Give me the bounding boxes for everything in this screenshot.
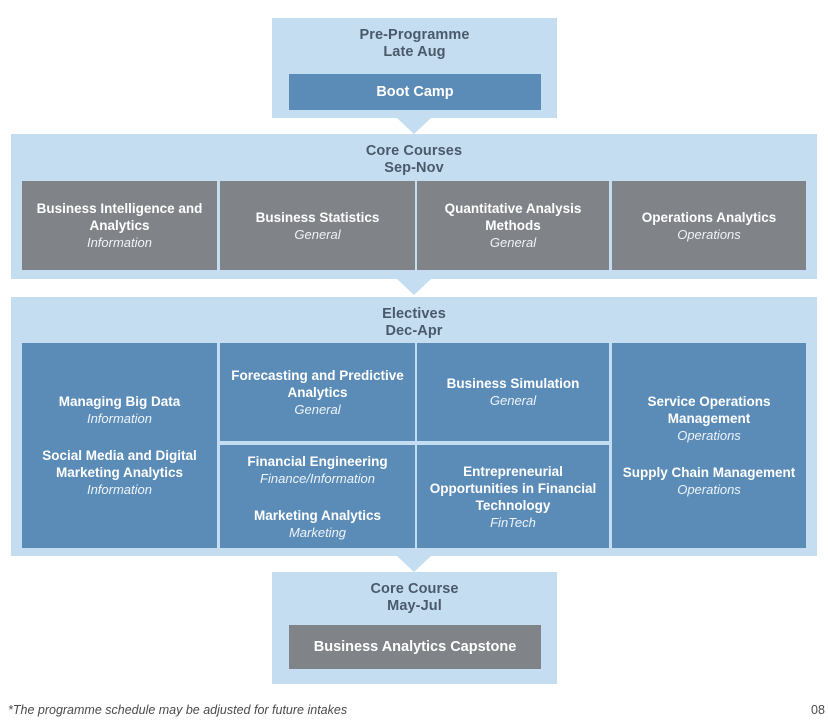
- course-entry: Financial Engineering Finance/Informatio…: [247, 453, 387, 487]
- course-title-boot-camp: Boot Camp: [376, 84, 454, 100]
- section-header-electives: Electives Dec-Apr: [11, 297, 817, 340]
- course-title: Entrepreneurial Opportunities in Financi…: [429, 463, 597, 513]
- course-category: FinTech: [490, 514, 536, 530]
- course-category: Operations: [677, 428, 741, 443]
- course-title: Financial Engineering: [247, 453, 388, 469]
- course-box-business-analytics-capstone[interactable]: Business Analytics Capstone: [289, 625, 541, 669]
- course-entry: Business Statistics General: [256, 209, 380, 243]
- course-box-entrepreneurial-opportunities-fintech[interactable]: Entrepreneurial Opportunities in Financi…: [417, 445, 609, 548]
- section-header-pre-programme: Pre-Programme Late Aug: [272, 18, 557, 61]
- course-title: Quantitative Analysis Methods: [444, 201, 582, 233]
- course-box-operations-analytics[interactable]: Operations Analytics Operations: [612, 181, 806, 270]
- section-header-core-course-capstone: Core Course May-Jul: [272, 572, 557, 615]
- section-title: Pre-Programme: [359, 27, 470, 43]
- course-entry: Entrepreneurial Opportunities in Financi…: [423, 463, 603, 531]
- course-entry: Managing Big Data Information: [59, 393, 181, 427]
- course-box-quantitative-analysis-methods[interactable]: Quantitative Analysis Methods General: [417, 181, 609, 270]
- course-title: Business Intelligence and Analytics: [36, 201, 203, 233]
- connector-arrow-2: [397, 279, 431, 295]
- course-title: Business Statistics: [255, 209, 380, 225]
- section-period: Sep-Nov: [384, 160, 444, 176]
- course-category: General: [489, 235, 537, 250]
- course-box-forecasting-and-predictive-analytics[interactable]: Forecasting and Predictive Analytics Gen…: [220, 343, 415, 441]
- section-title: Core Courses: [365, 143, 463, 159]
- course-title: Marketing Analytics: [253, 507, 382, 523]
- footnote: *The programme schedule may be adjusted …: [8, 703, 348, 717]
- course-category: General: [294, 226, 341, 242]
- section-title: Electives: [382, 306, 446, 322]
- course-entry: Quantitative Analysis Methods General: [423, 200, 603, 251]
- course-category: Operations: [677, 226, 741, 242]
- section-header-core-courses: Core Courses Sep-Nov: [11, 134, 817, 177]
- course-title-capstone: Business Analytics Capstone: [313, 639, 517, 655]
- course-title: Business Simulation: [446, 376, 580, 391]
- course-entry: Supply Chain Management Operations: [623, 464, 796, 498]
- course-box-business-statistics[interactable]: Business Statistics General: [220, 181, 415, 270]
- course-title: Service Operations Management: [647, 394, 771, 426]
- course-category: General: [489, 393, 537, 408]
- course-category: Operations: [677, 482, 741, 497]
- course-title: Managing Big Data: [58, 394, 181, 409]
- section-period: Dec-Apr: [385, 323, 443, 339]
- course-title: Supply Chain Management: [622, 465, 796, 480]
- section-title: Core Course: [370, 581, 459, 597]
- connector-arrow-3: [397, 556, 431, 572]
- course-entry: Business Intelligence and Analytics Info…: [28, 200, 211, 251]
- course-entry: Forecasting and Predictive Analytics Gen…: [226, 367, 409, 418]
- connector-arrow-1: [397, 118, 431, 134]
- course-entry: Operations Analytics Operations: [642, 209, 777, 243]
- course-category: Information: [86, 235, 153, 250]
- section-period: May-Jul: [387, 598, 442, 614]
- course-title: Social Media and Digital Marketing Analy…: [42, 448, 197, 480]
- course-title: Forecasting and Predictive Analytics: [231, 367, 404, 400]
- course-entry: Social Media and Digital Marketing Analy…: [28, 447, 211, 498]
- page-number: 08: [811, 703, 825, 717]
- course-entry: Business Simulation General: [447, 375, 580, 409]
- course-category: Information: [86, 411, 153, 426]
- course-entry: Marketing Analytics Marketing: [254, 507, 381, 541]
- course-box-managing-big-data-social-media[interactable]: Managing Big Data Information Social Med…: [22, 343, 217, 548]
- course-entry: Service Operations Management Operations: [618, 393, 800, 444]
- course-box-service-operations-supply-chain[interactable]: Service Operations Management Operations…: [612, 343, 806, 548]
- course-box-boot-camp[interactable]: Boot Camp: [289, 74, 541, 110]
- course-title: Operations Analytics: [641, 209, 777, 225]
- course-category: Marketing: [288, 524, 347, 540]
- section-period: Late Aug: [383, 44, 446, 60]
- course-box-financial-engineering-marketing-analytics[interactable]: Financial Engineering Finance/Informatio…: [220, 445, 415, 548]
- course-box-business-simulation[interactable]: Business Simulation General: [417, 343, 609, 441]
- course-category: Information: [86, 482, 153, 497]
- course-box-business-intelligence-and-analytics[interactable]: Business Intelligence and Analytics Info…: [22, 181, 217, 270]
- course-category: Finance/Information: [260, 470, 375, 486]
- course-category: General: [294, 401, 341, 417]
